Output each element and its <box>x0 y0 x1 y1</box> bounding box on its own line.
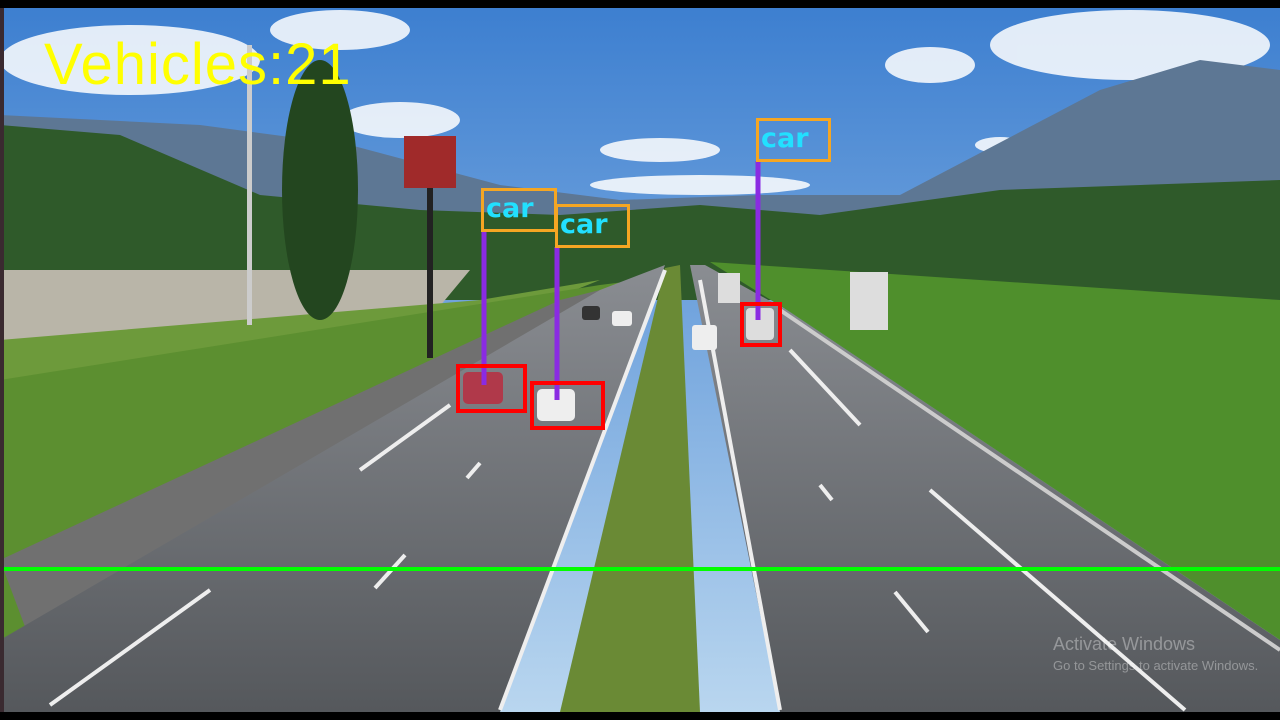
watermark-title: Activate Windows <box>1053 634 1196 654</box>
sign-board <box>404 136 456 188</box>
detection-label: car <box>555 204 630 248</box>
watermark-subtitle: Go to Settings to activate Windows. <box>1053 658 1259 673</box>
bounding-boxes <box>456 302 782 430</box>
guardrail <box>778 308 1280 652</box>
right-grass <box>710 262 1280 640</box>
vehicles <box>463 273 774 421</box>
median <box>560 265 700 712</box>
bounding-box <box>740 302 782 347</box>
lane-markings <box>48 269 1187 712</box>
tracker-lines <box>481 161 761 400</box>
right-carriageway <box>690 265 1280 712</box>
detection-label: car <box>481 188 557 232</box>
light-pole <box>247 45 252 325</box>
road-sign <box>850 272 888 330</box>
tree <box>282 60 358 320</box>
clouds <box>0 10 1270 195</box>
vehicle-count: Vehicles:21 <box>44 32 352 97</box>
bounding-box <box>530 381 605 430</box>
detection-label: car <box>756 118 831 162</box>
bounding-box <box>456 364 527 413</box>
